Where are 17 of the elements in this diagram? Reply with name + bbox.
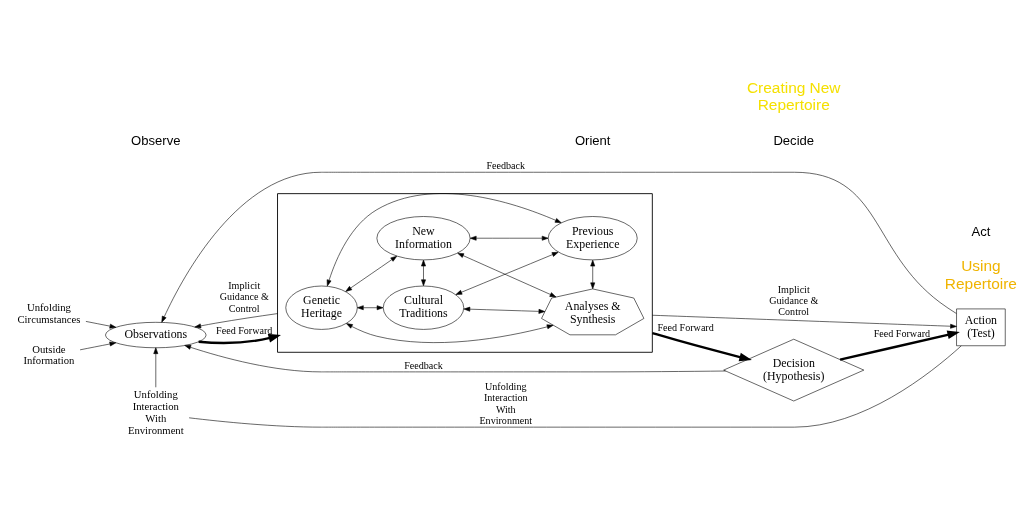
node-text: Outside Information	[22, 342, 74, 367]
edge-label: Feed Forward	[873, 328, 930, 340]
label: Act	[970, 224, 990, 240]
edge-label: Feedback	[485, 160, 525, 172]
edge-label: Feedback	[403, 359, 443, 371]
edge-label: Implicit Guidance & Control	[219, 280, 269, 314]
label: Orient	[574, 132, 611, 148]
edge-label: Feed Forward	[215, 325, 272, 337]
edge-label: Unfolding Interaction With Environment	[478, 381, 532, 426]
label: Decide	[772, 132, 814, 148]
node-text: Unfolding Circumstances	[16, 300, 80, 325]
label: Observe	[130, 132, 180, 148]
edge-label: Feed Forward	[656, 322, 714, 334]
label: Creating New Repertoire	[746, 79, 841, 114]
edge-label: Implicit Guidance & Control	[768, 283, 818, 318]
label: Using Repertoire	[944, 257, 1017, 292]
node-text: Unfolding Interaction With Environment	[127, 388, 184, 436]
